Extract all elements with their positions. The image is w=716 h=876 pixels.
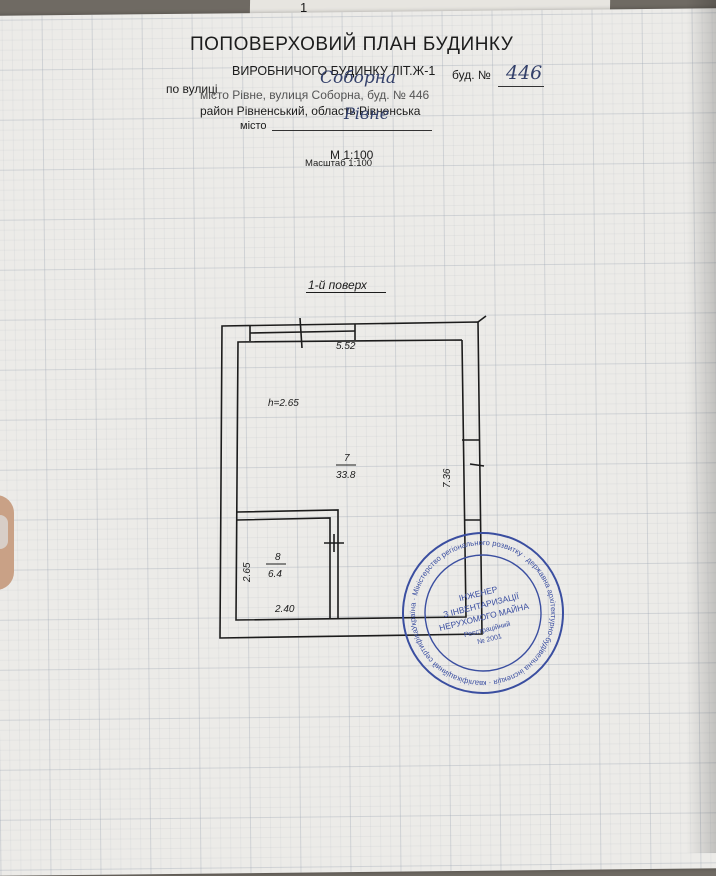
dim-tick-top <box>299 317 303 349</box>
dim-right-label: 7.36 <box>442 468 453 488</box>
room-8-area: 6.4 <box>268 569 282 580</box>
floor-plan: 5.52 h=2.65 7 33.8 7.36 8 6.4 2.65 2.40 <box>219 315 487 639</box>
room-8-number: 8 <box>275 552 281 563</box>
outer-wall <box>219 321 483 639</box>
city-label: місто <box>240 120 267 132</box>
city-line <box>272 130 432 131</box>
room-7-area: 33.8 <box>336 470 356 481</box>
district-line: район Рівненський, область Рівненська <box>200 104 421 118</box>
official-stamp: Україна · Міністерство регіонального роз… <box>398 528 568 698</box>
finger-nail <box>0 515 8 549</box>
partition-inner <box>236 517 331 618</box>
floor-label: 1-й поверх <box>308 278 367 292</box>
dim-room8-left-label: 2.65 <box>242 562 253 583</box>
room-7-number: 7 <box>344 453 350 464</box>
window-glazing <box>249 330 356 334</box>
dim-tick-right <box>469 463 485 467</box>
sheet-shadow <box>686 0 716 853</box>
handwritten-house-number: 446 <box>506 62 543 84</box>
scale-value: М 1:100 <box>330 148 374 162</box>
address-line: місто Рівне, вулиця Соборна, буд. № 446 <box>200 88 430 102</box>
inner-wall <box>235 339 467 621</box>
dim-room8-bottom-label: 2.40 <box>274 604 295 615</box>
document-title: ПОПОВЕРХОВИЙ ПЛАН БУДИНКУ <box>190 34 514 55</box>
partition-outer <box>236 509 339 618</box>
scale-label: Масштаб 1:100 <box>305 158 373 169</box>
house-number-line <box>498 86 544 87</box>
handwritten-city: Рівне <box>344 104 390 123</box>
plan-walls <box>219 315 487 639</box>
floor-label-underline <box>306 292 386 293</box>
page-number: 1 <box>300 0 308 15</box>
house-number-label: буд. № <box>452 68 491 82</box>
dim-top-label: 5.52 <box>336 341 356 352</box>
stamp-outer-ring <box>402 532 564 694</box>
handwritten-street: Соборна <box>320 68 397 88</box>
stamp-inner-ring <box>424 554 542 672</box>
document-subtitle: ВИРОБНИЧОГО БУДИНКУ ЛІТ.Ж-1 <box>232 64 436 78</box>
corner-tick <box>477 315 487 323</box>
height-label: h=2.65 <box>268 398 299 409</box>
street-label: по вулиці <box>166 82 218 96</box>
